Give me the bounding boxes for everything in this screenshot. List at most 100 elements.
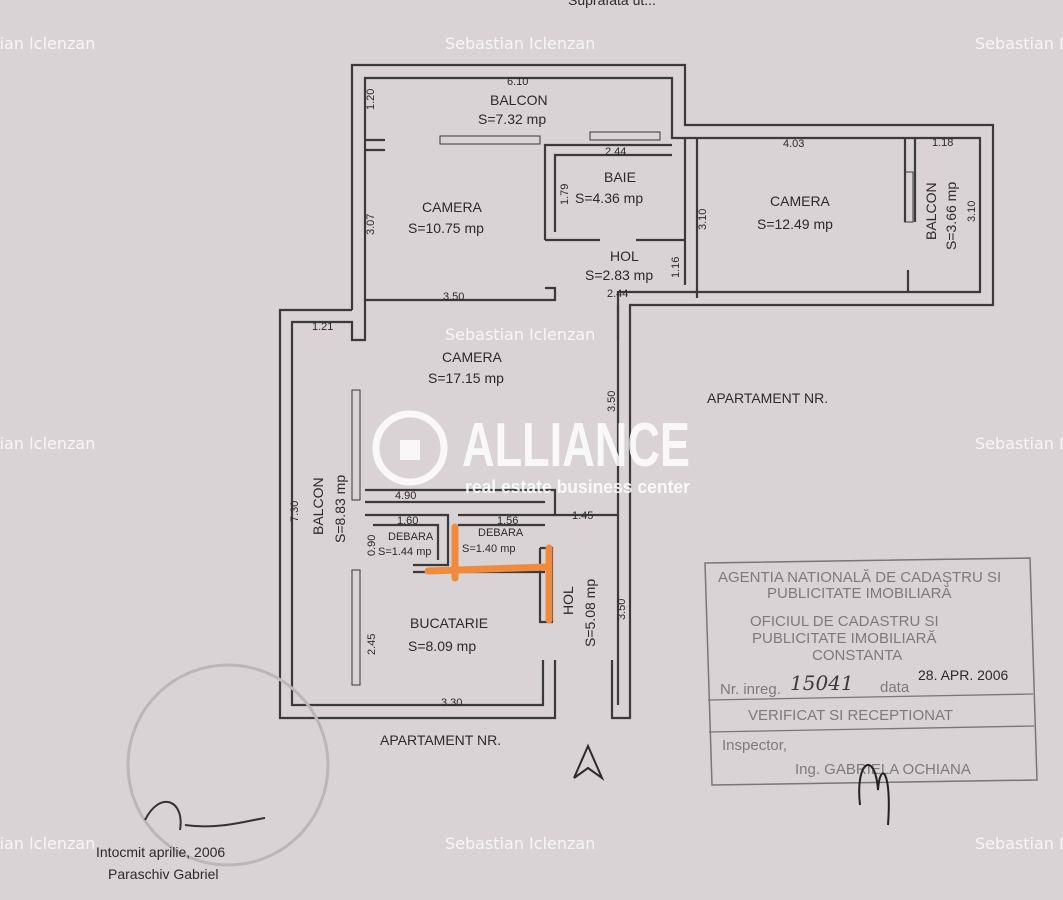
- svg-text:S=2.83 mp: S=2.83 mp: [585, 267, 653, 283]
- svg-text:CAMERA: CAMERA: [442, 349, 503, 365]
- svg-text:28. APR. 2006: 28. APR. 2006: [918, 667, 1009, 683]
- outer-wall-lower-inner: [290, 286, 557, 707]
- svg-text:S=4.36 mp: S=4.36 mp: [575, 190, 643, 206]
- svg-text:1.45: 1.45: [572, 510, 593, 522]
- svg-text:VERIFICAT SI RECEPTIONAT: VERIFICAT SI RECEPTIONAT: [748, 707, 953, 724]
- room-bucatarie: BUCATARIE S=8.09 mp: [408, 615, 488, 654]
- svg-text:S=1.40 mp: S=1.40 mp: [462, 543, 516, 555]
- room-camera-2: CAMERA S=12.49 mp: [757, 193, 833, 232]
- svg-text:CAMERA: CAMERA: [770, 193, 831, 209]
- svg-text:CAMERA: CAMERA: [422, 199, 483, 215]
- svg-text:S=17.15 mp: S=17.15 mp: [428, 370, 504, 386]
- svg-text:3.10: 3.10: [966, 201, 978, 222]
- svg-text:1.18: 1.18: [932, 137, 953, 149]
- author-line-1: Intocmit aprilie, 2006: [96, 844, 225, 860]
- svg-text:S=10.75 mp: S=10.75 mp: [408, 220, 484, 236]
- svg-text:0.90: 0.90: [366, 535, 378, 556]
- svg-text:Sebastian Iclenzan: Sebastian Iclenzan: [445, 834, 595, 853]
- svg-text:BALCON: BALCON: [923, 182, 939, 240]
- room-baie: BAIE S=4.36 mp: [575, 169, 643, 206]
- outer-wall-inner: [363, 76, 982, 705]
- svg-text:1.16: 1.16: [670, 257, 682, 278]
- svg-text:1.79: 1.79: [559, 184, 571, 205]
- dimension-labels: 6.10 1.20 2.44 1.79 3.07 4.03 1.18 3.10 …: [289, 76, 978, 709]
- cadastre-stamp: AGENTIA NATIONALĂ DE CADAȘTRU SI PUBLICI…: [704, 557, 1038, 826]
- svg-text:HOL: HOL: [560, 586, 576, 615]
- svg-text:3.50: 3.50: [443, 291, 464, 303]
- room-balcon-top: BALCON S=7.32 mp: [478, 92, 548, 127]
- neighbor-label-bottom: APARTAMENT NR.: [380, 732, 501, 748]
- header-fragment: Suprafata ut...: [568, 0, 656, 8]
- svg-text:CONSTANTA: CONSTANTA: [812, 647, 902, 664]
- north-arrow-icon: [573, 743, 605, 781]
- svg-text:Sebastian Iclenzan: Sebastian Iclenzan: [0, 834, 95, 853]
- svg-text:1.56: 1.56: [497, 515, 518, 527]
- svg-text:BAIE: BAIE: [604, 169, 636, 185]
- svg-text:3.10: 3.10: [697, 209, 709, 230]
- svg-text:2.45: 2.45: [366, 634, 378, 655]
- svg-text:S=5.08 mp: S=5.08 mp: [582, 579, 598, 647]
- svg-text:S=7.32 mp: S=7.32 mp: [478, 111, 546, 127]
- svg-text:Sebastian Iclenzan: Sebastian Iclenzan: [0, 434, 95, 453]
- svg-text:3.07: 3.07: [365, 214, 377, 235]
- house-icon: [400, 440, 420, 460]
- room-balcon-left: BALCON S=8.83 mp: [310, 475, 348, 543]
- svg-text:PUBLICITATE IMOBILIARĂ: PUBLICITATE IMOBILIARĂ: [752, 630, 936, 647]
- svg-text:S=8.09 mp: S=8.09 mp: [408, 638, 476, 654]
- svg-text:S=12.49 mp: S=12.49 mp: [757, 216, 833, 232]
- svg-text:7.30: 7.30: [289, 501, 301, 522]
- author-signature: [144, 800, 266, 831]
- svg-text:1.60: 1.60: [397, 515, 418, 527]
- internal-walls: [365, 138, 917, 624]
- inspector-signature: [858, 764, 890, 826]
- room-debara-2: DEBARA S=1.40 mp: [462, 527, 524, 555]
- svg-text:real estate business center: real estate business center: [465, 477, 690, 497]
- room-hol-1: HOL S=2.83 mp: [585, 248, 653, 283]
- svg-text:Sebastian Iclenzan: Sebastian Iclenzan: [975, 834, 1063, 853]
- window: [589, 131, 661, 141]
- room-camera-1: CAMERA S=10.75 mp: [408, 199, 484, 236]
- svg-text:DEBARA: DEBARA: [388, 531, 434, 543]
- reg-number-handwritten: 15041: [790, 671, 854, 695]
- window: [351, 389, 361, 501]
- svg-text:S=3.66 mp: S=3.66 mp: [943, 182, 959, 250]
- window: [351, 569, 361, 686]
- svg-text:2.44: 2.44: [605, 146, 626, 158]
- svg-text:HOL: HOL: [610, 248, 639, 264]
- svg-text:S=1.44 mp: S=1.44 mp: [378, 546, 432, 558]
- svg-text:S=8.83 mp: S=8.83 mp: [332, 475, 348, 543]
- svg-text:Sebastian Iclenzan: Sebastian Iclenzan: [0, 34, 95, 53]
- author-line-2: Paraschiv Gabriel: [108, 866, 219, 882]
- svg-text:1.20: 1.20: [365, 89, 377, 110]
- svg-text:3.50: 3.50: [606, 391, 618, 412]
- svg-text:Sebastian Iclenzan: Sebastian Iclenzan: [975, 34, 1063, 53]
- neighbor-label-right: APARTAMENT NR.: [707, 390, 828, 406]
- svg-text:4.90: 4.90: [395, 490, 416, 502]
- svg-text:Sebastian Iclenzan: Sebastian Iclenzan: [445, 325, 595, 344]
- svg-text:Sebastian Iclenzan: Sebastian Iclenzan: [445, 34, 595, 53]
- svg-text:PUBLICITATE IMOBILIARĂ: PUBLICITATE IMOBILIARĂ: [767, 585, 951, 602]
- room-camera-3: CAMERA S=17.15 mp: [428, 349, 504, 386]
- window: [904, 171, 914, 223]
- outer-wall-lower: [278, 308, 557, 720]
- svg-text:BALCON: BALCON: [310, 477, 326, 535]
- svg-text:3.50: 3.50: [616, 599, 628, 620]
- svg-text:4.03: 4.03: [783, 138, 804, 150]
- svg-text:OFICIUL DE CADASTRU SI: OFICIUL DE CADASTRU SI: [750, 613, 939, 630]
- room-hol-2: HOL S=5.08 mp: [560, 579, 598, 647]
- svg-text:Sebastian Iclenzan: Sebastian Iclenzan: [975, 434, 1063, 453]
- room-debara-1: DEBARA S=1.44 mp: [378, 531, 434, 558]
- svg-text:BALCON: BALCON: [490, 92, 548, 108]
- svg-text:1.21: 1.21: [312, 321, 333, 333]
- svg-text:data: data: [880, 679, 910, 696]
- window: [439, 135, 541, 145]
- svg-text:ALLIANCE: ALLIANCE: [462, 411, 690, 480]
- svg-text:Inspector,: Inspector,: [722, 737, 787, 754]
- svg-text:BUCATARIE: BUCATARIE: [410, 615, 488, 631]
- alliance-logo: ALLIANCE real estate business center: [372, 410, 690, 497]
- svg-text:DEBARA: DEBARA: [478, 527, 524, 539]
- svg-text:AGENTIA NATIONALĂ DE CADAȘTRU: AGENTIA NATIONALĂ DE CADAȘTRU SI: [718, 569, 1001, 586]
- svg-text:6.10: 6.10: [507, 76, 528, 88]
